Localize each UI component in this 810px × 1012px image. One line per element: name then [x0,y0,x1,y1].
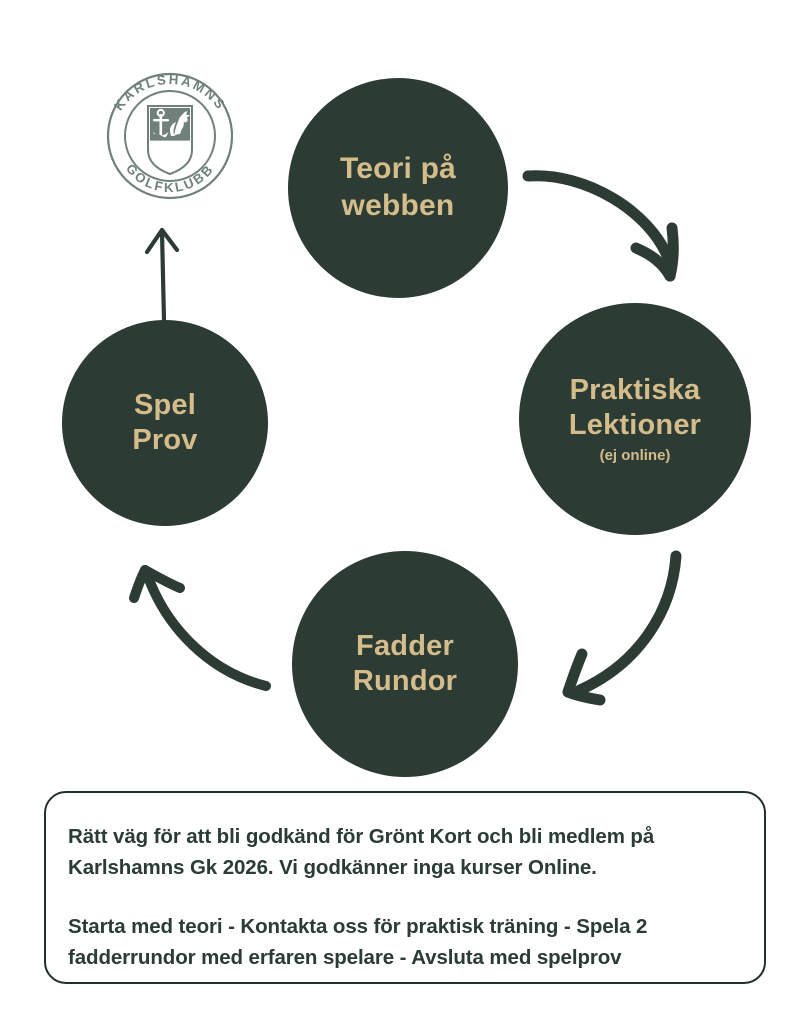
cycle-node-fadder-label: Fadder Rundor [352,629,458,697]
cycle-node-spel[interactable]: Spel Prov [62,320,268,526]
caption-paragraph-1: Rätt väg för att bli godkänd för Grönt K… [68,825,655,880]
cycle-node-praktiska-label: Praktiska Lektioner [568,373,702,441]
arrow-spel-to-logo [144,227,180,323]
cycle-node-praktiska[interactable]: Praktiska Lektioner (ej online) [519,303,751,535]
arrow-teori-to-praktiska [522,170,679,282]
caption-paragraph-2: Starta med teori - Kontakta oss för prak… [68,915,648,970]
caption-box: Rätt väg för att bli godkänd för Grönt K… [44,791,766,984]
cycle-node-teori-label: Teori på webben [339,152,457,222]
cycle-node-praktiska-sublabel: (ej online) [599,447,671,465]
arrow-praktiska-to-fadder [562,550,682,706]
cycle-node-fadder[interactable]: Fadder Rundor [292,551,518,777]
cycle-node-teori[interactable]: Teori på webben [288,78,508,298]
karlshamns-golfklubb-logo: KARLSHAMNS GOLFKLUBB [96,62,244,210]
cycle-node-spel-label: Spel Prov [132,388,198,456]
arrow-fadder-to-spel [129,565,271,691]
